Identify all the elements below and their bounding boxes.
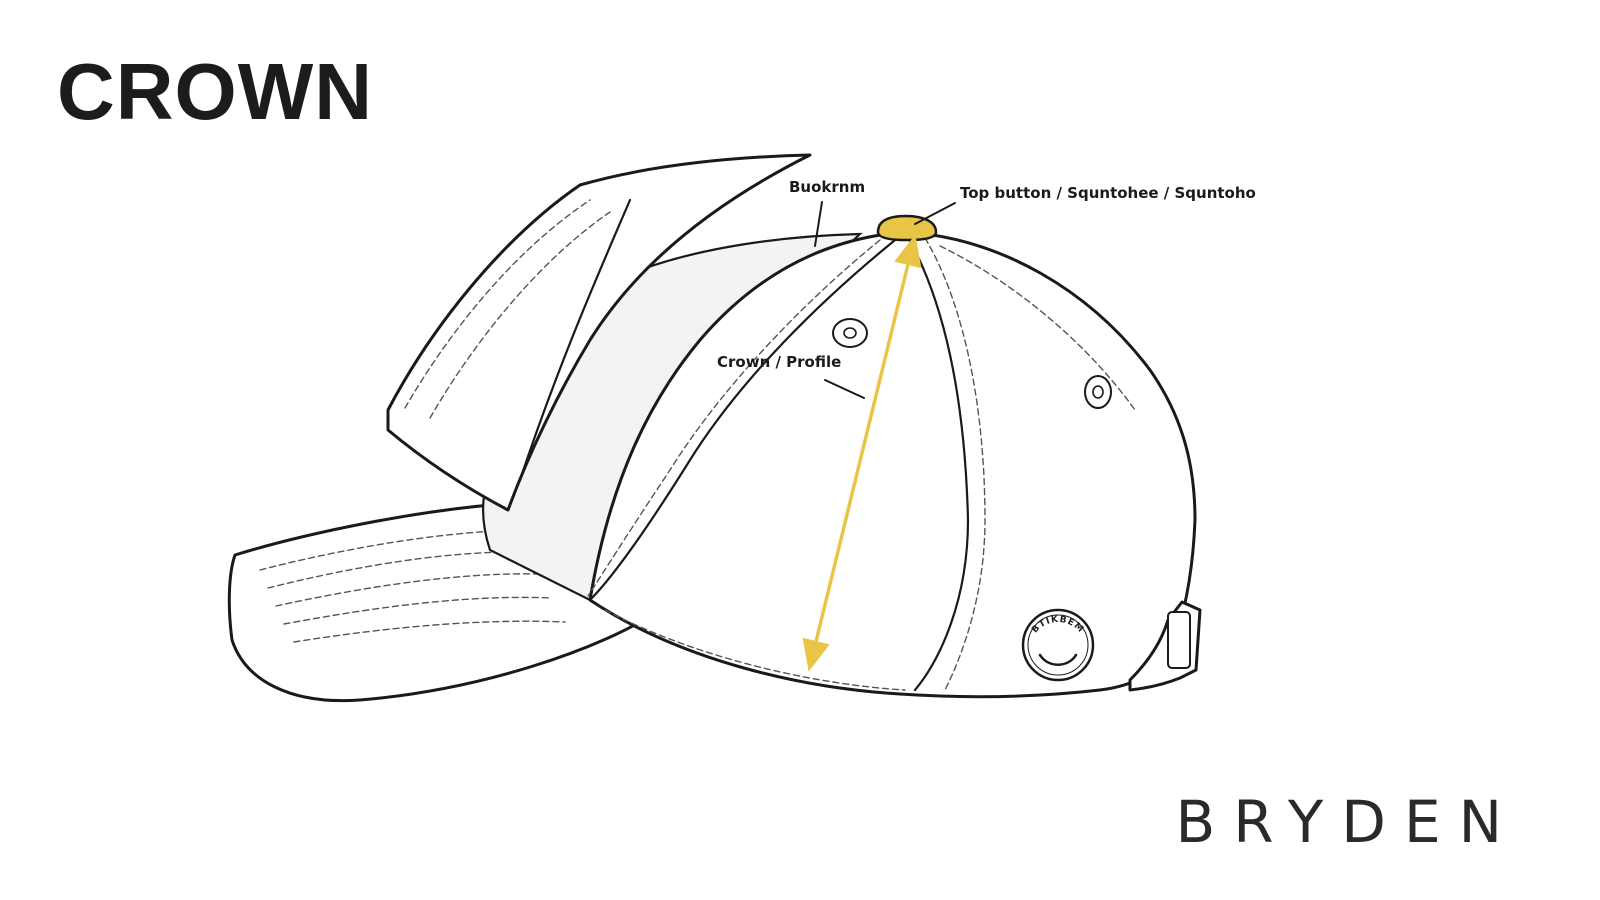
buckram-label: Buokrnm — [789, 178, 865, 196]
eyelet-icon — [832, 318, 868, 348]
brand-logo: BRYDEN — [1175, 788, 1520, 856]
back-strap-buckle — [1128, 600, 1202, 692]
crown-height-arrow — [802, 234, 922, 672]
crown-profile-label: Crown / Profile — [717, 353, 841, 371]
eyelet-icon — [1084, 375, 1112, 409]
top-button-label: Top button / Squntohee / Squntoho — [960, 184, 1256, 202]
buckram-leader-line — [814, 201, 823, 247]
page-title: CROWN — [57, 47, 374, 136]
crown-profile-leader-line — [824, 379, 865, 399]
buckram-flap — [386, 153, 812, 512]
logo-badge: BTIKBEM — [1021, 608, 1095, 682]
top-button — [876, 214, 938, 242]
top-button-leader-line — [914, 202, 956, 225]
